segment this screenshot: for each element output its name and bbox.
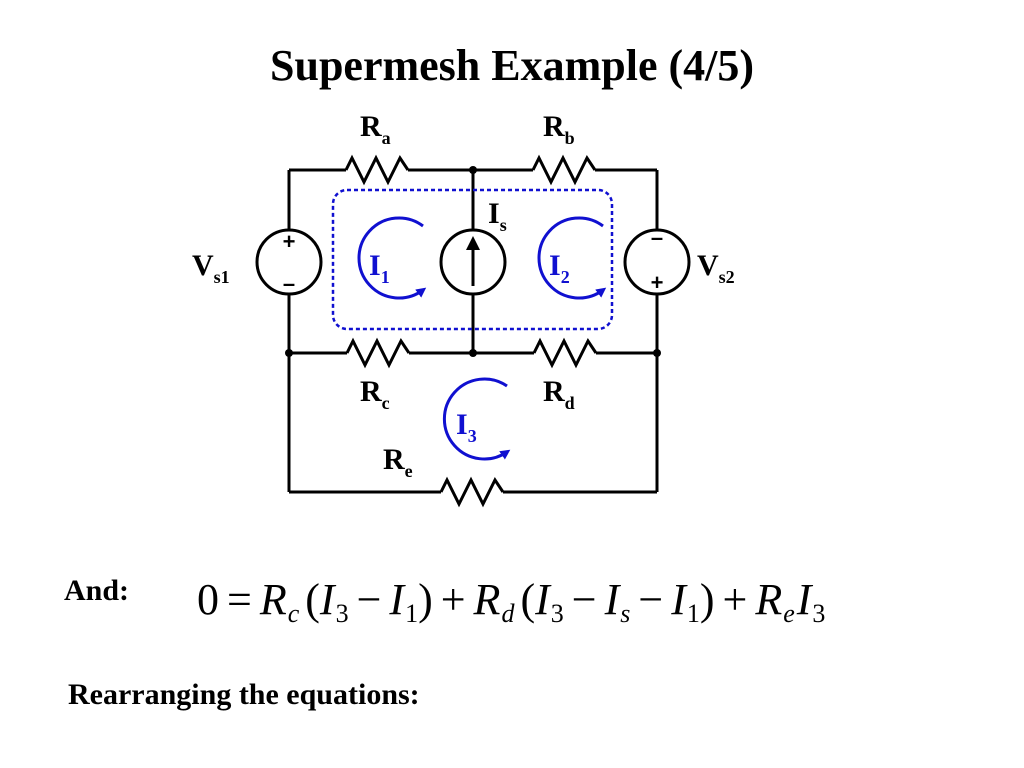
mesh-i3-arrow [442, 377, 511, 461]
rearranging-text: Rearranging the equations: [68, 678, 420, 711]
junction-dot [653, 349, 661, 357]
label-i3: I3 [456, 408, 477, 446]
eq-r: R [259, 575, 287, 624]
vs1-minus-sign: – [283, 271, 295, 296]
vs2-plus-sign: + [651, 270, 664, 295]
eq-lparen: ( [520, 575, 536, 624]
eq-rparen: ) [699, 575, 715, 624]
label-rb: Rb [543, 110, 575, 148]
label-i1: I1 [369, 249, 390, 287]
eq-sub-3: 3 [812, 599, 826, 628]
eq-sub-3: 3 [550, 599, 564, 628]
eq-sub-1: 1 [405, 599, 419, 628]
eq-minus: − [571, 575, 597, 624]
eq-sub-c: c [287, 599, 300, 628]
junction-dot [469, 349, 477, 357]
resistor-rd [532, 337, 598, 369]
resistor-rb [531, 154, 597, 186]
label-vs1: Vs1 [192, 249, 230, 287]
vs1-plus-sign: + [283, 229, 296, 254]
eq-sub-e: e [783, 599, 795, 628]
eq-equals: = [227, 575, 252, 624]
eq-i: I [319, 575, 335, 624]
label-vs2: Vs2 [697, 249, 735, 287]
junction-dot [285, 349, 293, 357]
eq-rparen: ) [418, 575, 433, 624]
eq-zero: 0 [197, 575, 219, 624]
mesh-i1-arrow [357, 216, 427, 300]
eq-sub-d: d [501, 599, 515, 628]
eq-plus: + [722, 575, 748, 624]
vs2-minus-sign: – [651, 225, 663, 250]
eq-sub-1: 1 [686, 599, 700, 628]
junction-dot [469, 166, 477, 174]
eq-sub-s: s [620, 599, 631, 628]
label-ra: Ra [360, 110, 391, 148]
eq-minus: − [638, 575, 664, 624]
kvl-equation: 0=Rc(I3−I1)+Rd(I3−Is−I1)+ReI3 [197, 575, 825, 627]
resistor-rc [345, 337, 411, 369]
eq-i: I [604, 575, 620, 624]
eq-i: I [389, 575, 405, 624]
label-i2: I2 [549, 249, 570, 287]
eq-i: I [796, 575, 812, 624]
eq-sub-3: 3 [335, 599, 349, 628]
resistor-re [439, 476, 505, 508]
eq-r: R [473, 575, 501, 624]
eq-plus: + [440, 575, 466, 624]
mesh-i2-arrow [537, 216, 607, 300]
circuit-diagram: Ra Rb Rc Rd Re Vs1 Vs2 Is + – – + I1 I2 … [192, 110, 735, 508]
eq-i: I [535, 575, 550, 624]
label-rd: Rd [543, 375, 575, 413]
and-label: And: [64, 574, 130, 607]
is-arrow-head [466, 236, 480, 250]
resistor-ra [344, 154, 410, 186]
eq-r: R [755, 575, 783, 624]
slide-title: Supermesh Example (4/5) [270, 41, 754, 90]
eq-lparen: ( [305, 575, 320, 624]
label-rc: Rc [360, 375, 390, 413]
eq-i: I [671, 575, 686, 624]
label-re: Re [383, 443, 413, 481]
eq-minus: − [356, 575, 382, 624]
label-is: Is [488, 197, 507, 235]
